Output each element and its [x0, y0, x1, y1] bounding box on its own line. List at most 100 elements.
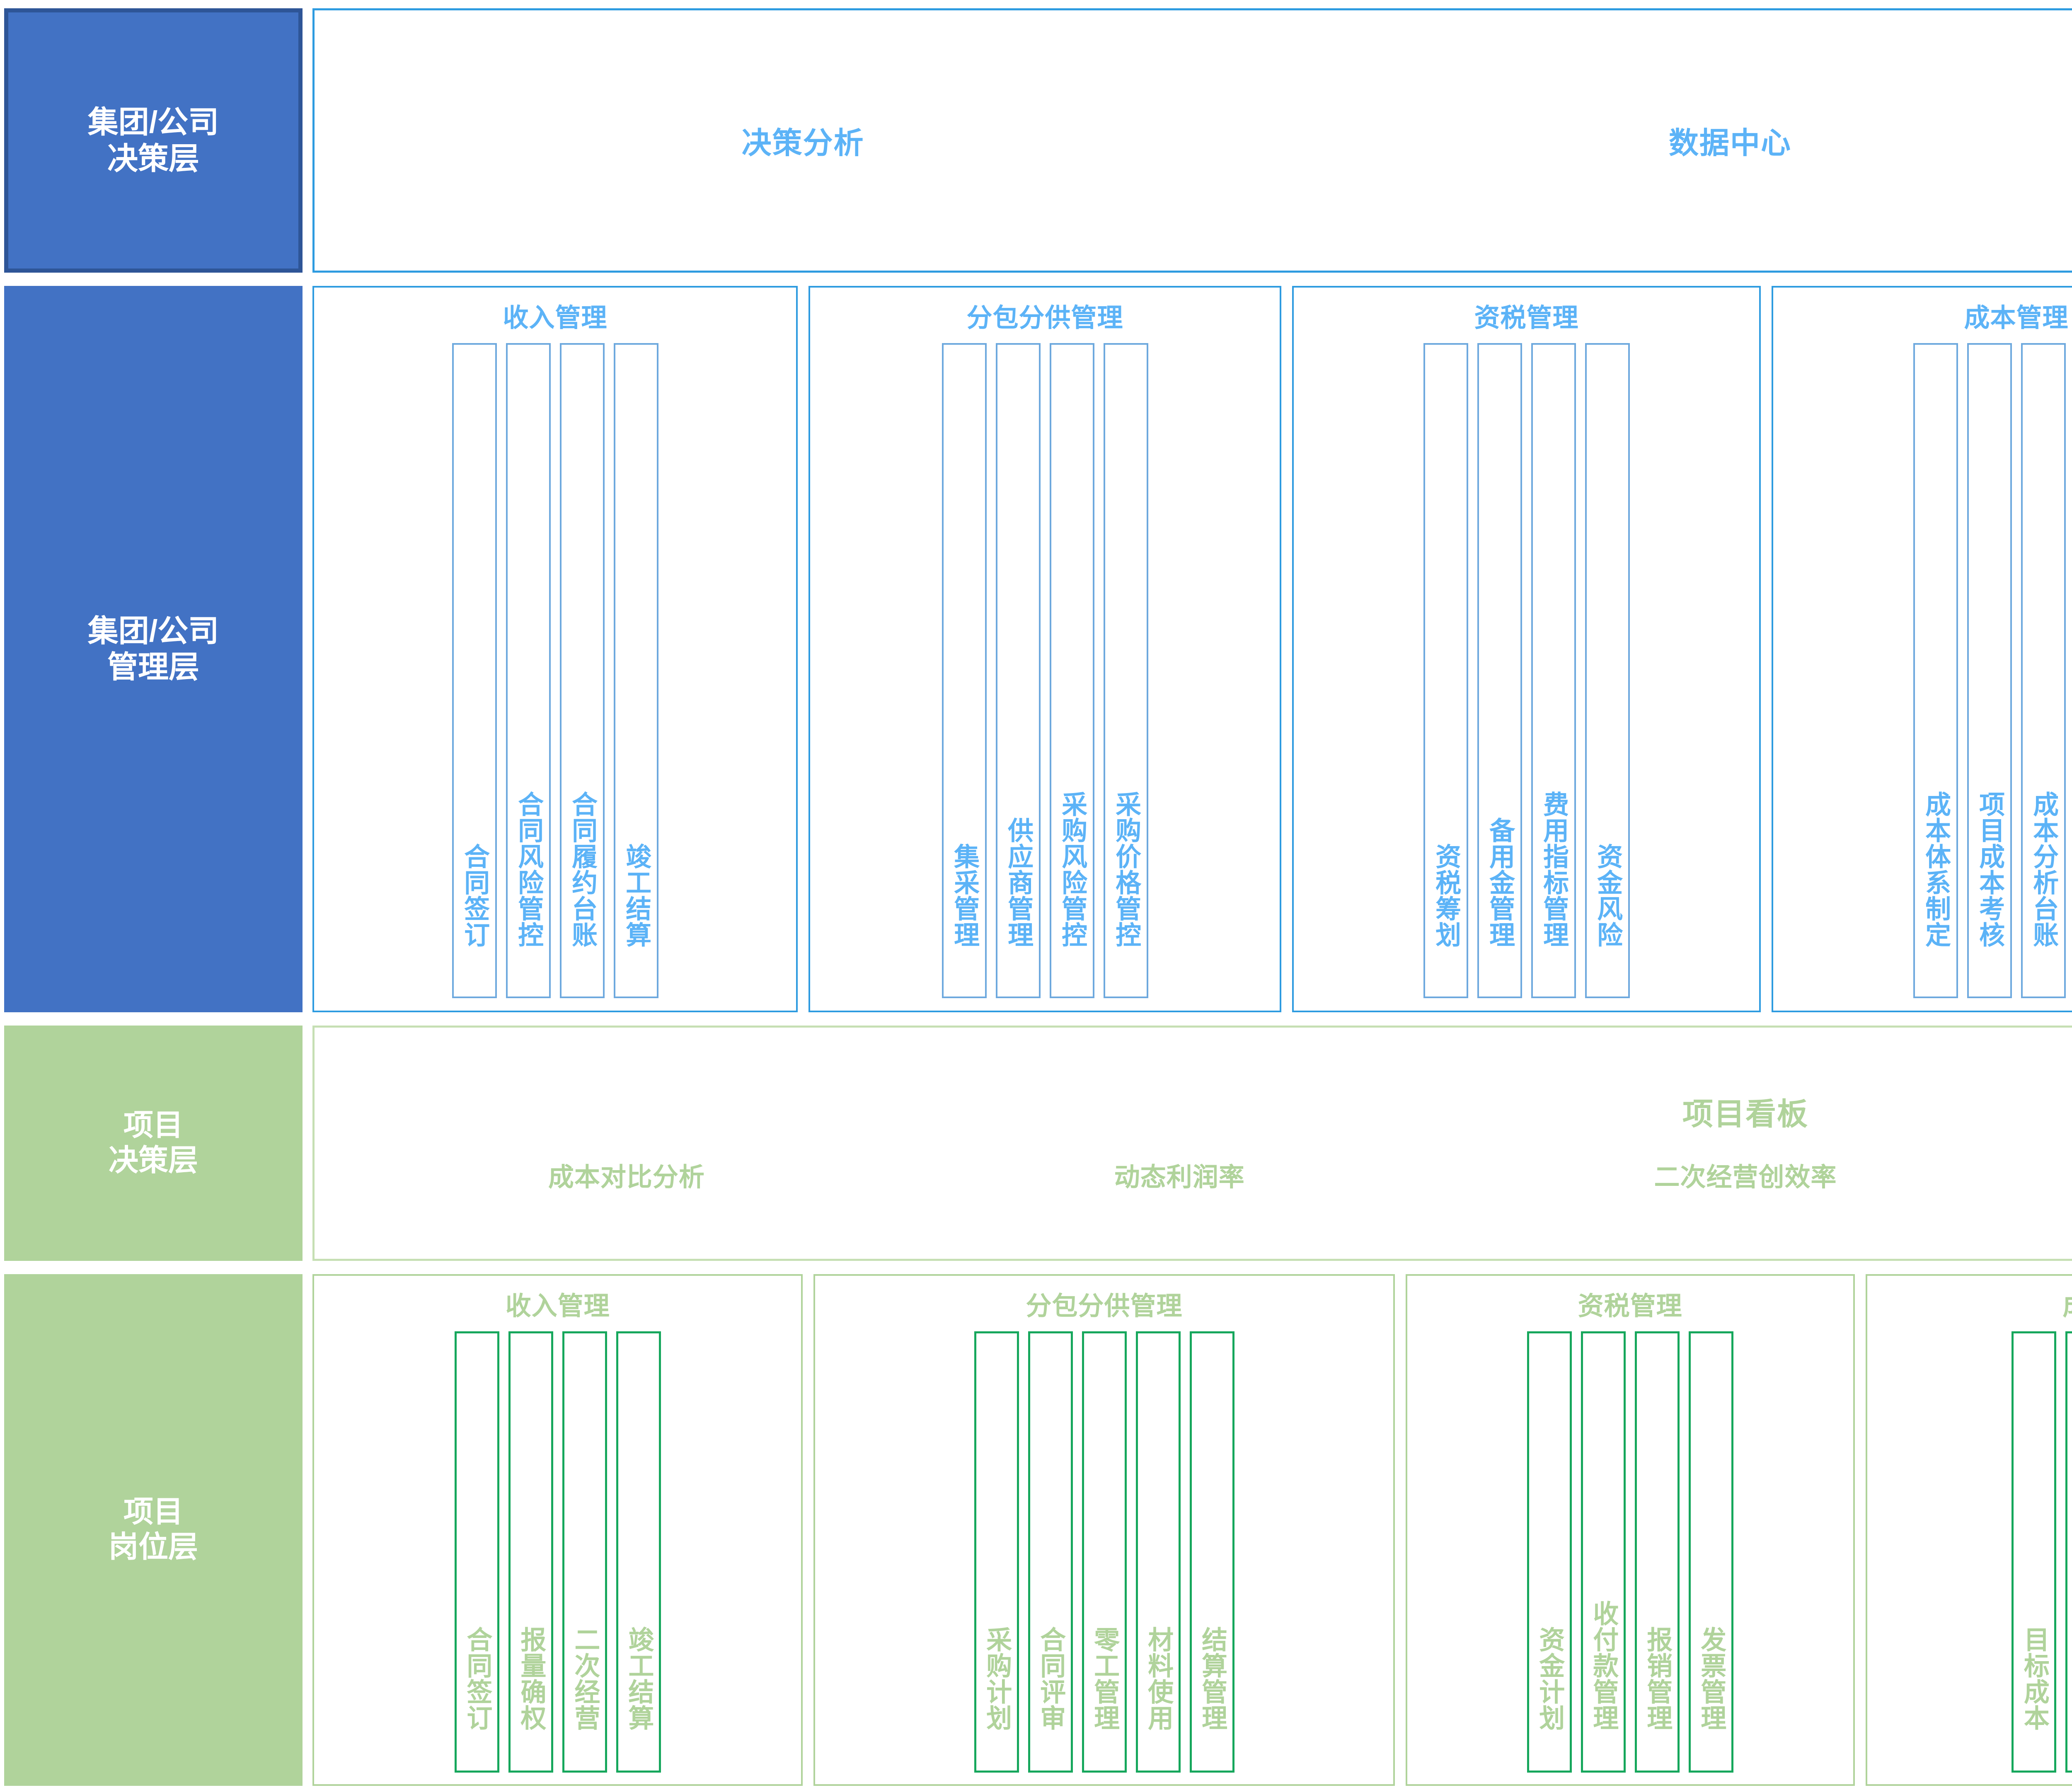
cell-label: 供应商管理	[1004, 817, 1033, 948]
cell-label: 成本体系制定	[1921, 791, 1950, 948]
group-title: 分包分供管理	[966, 303, 1123, 332]
cell-label: 采购计划	[982, 1626, 1011, 1731]
cell-invoice-management[interactable]: 发票管理	[1688, 1331, 1733, 1773]
layer-label-project-post: 项目 岗位层	[4, 1274, 303, 1786]
cell-tax-planning[interactable]: 资税筹划	[1423, 343, 1468, 998]
cell-project-cost-assessment[interactable]: 项目成本考核	[1967, 343, 2012, 998]
cell-settlement-management[interactable]: 结算管理	[1189, 1331, 1234, 1773]
cell-label: 资税筹划	[1431, 843, 1460, 948]
cell-label: 合同履约台账	[568, 791, 597, 948]
project-board-panel: 项目看板 成本对比分析 动态利润率 二次经营创效率 产值确权率 项目经营月报	[312, 1025, 2072, 1261]
board-item-cost-comparison-analysis[interactable]: 成本对比分析	[548, 1163, 705, 1192]
management-groups: 收入管理 合同签订 合同风险管控 合同履约台账 竣工结算 分包分供管理 集采管理…	[312, 285, 2072, 1012]
layer-label-line1: 集团/公司	[87, 105, 219, 140]
cell-material-usage[interactable]: 材料使用	[1135, 1331, 1181, 1773]
cell-contract-signing[interactable]: 合同签订	[452, 343, 497, 998]
layer-label-line2: 管理层	[107, 650, 199, 685]
group-cells: 合同签订 合同风险管控 合同履约台账 竣工结算	[324, 343, 786, 998]
project-board-title: 项目看板	[1682, 1097, 1808, 1132]
group-title: 成本管理	[1964, 303, 2069, 332]
cell-label: 报量确权	[516, 1626, 545, 1731]
cell-secondary-operation[interactable]: 二次经营	[562, 1331, 607, 1773]
cell-completion-settlement[interactable]: 竣工结算	[613, 343, 658, 998]
post-group-capital-tax-management: 资税管理 资金计划 收付款管理 报销管理 发票管理	[1405, 1274, 1855, 1786]
cell-cost-system-formulation[interactable]: 成本体系制定	[1913, 343, 1958, 998]
cell-cost-analysis-ledger[interactable]: 成本分析台账	[2021, 343, 2066, 998]
cell-label: 资金风险	[1593, 843, 1622, 948]
cell-purchase-risk-control[interactable]: 采购风险管控	[1049, 343, 1094, 998]
cell-completion-settlement[interactable]: 竣工结算	[616, 1331, 661, 1773]
cell-expense-indicator-management[interactable]: 费用指标管理	[1531, 343, 1576, 998]
cell-fund-plan[interactable]: 资金计划	[1527, 1331, 1572, 1773]
cell-target-cost[interactable]: 目标成本	[2011, 1331, 2057, 1773]
cell-label: 备用金管理	[1485, 817, 1514, 948]
group-title: 资税管理	[1474, 303, 1579, 332]
group-subcontract-supply-management: 分包分供管理 集采管理 供应商管理 采购风险管控 采购价格管控	[808, 285, 1281, 1012]
cell-reimbursement-management[interactable]: 报销管理	[1634, 1331, 1680, 1773]
cell-label: 竣工结算	[622, 843, 651, 948]
layer-label-line2: 岗位层	[108, 1531, 198, 1564]
cell-contract-risk-control[interactable]: 合同风险管控	[506, 343, 551, 998]
layer-label-line2: 决策层	[108, 1144, 198, 1177]
cell-label: 报销管理	[1643, 1626, 1672, 1731]
group-capital-tax-management: 资税管理 资税筹划 备用金管理 费用指标管理 资金风险	[1292, 285, 1761, 1012]
cell-contract-signing[interactable]: 合同签订	[454, 1331, 499, 1773]
cell-label: 合同风险管控	[514, 791, 543, 948]
cell-quantity-confirmation[interactable]: 报量确权	[508, 1331, 553, 1773]
cell-label: 项目成本考核	[1975, 791, 2004, 948]
decision-panel: 决策分析 数据中心 企业知识库	[312, 8, 2072, 273]
group-income-management: 收入管理 合同签订 合同风险管控 合同履约台账 竣工结算	[312, 285, 798, 1012]
group-title: 收入管理	[503, 303, 608, 332]
cell-label: 发票管理	[1697, 1626, 1726, 1731]
layer-label-line1: 集团/公司	[87, 613, 219, 648]
layer-label-line1: 项目	[123, 1495, 183, 1529]
layer-label-group-decision: 集团/公司 决策层	[4, 8, 303, 273]
decision-item-analysis[interactable]: 决策分析	[741, 127, 864, 160]
row-group-management: 集团/公司 管理层 收入管理 合同签订 合同风险管控 合同履约台账 竣工结算 分…	[4, 285, 2072, 1012]
post-group-cost-management: 成本管理 目标成本 计划成本 成本核算 成本还原	[1865, 1274, 2072, 1786]
cell-label: 合同评审	[1036, 1626, 1065, 1731]
group-cells: 合同签订 报量确权 二次经营 竣工结算	[324, 1331, 791, 1773]
row-group-decision: 集团/公司 决策层 决策分析 数据中心 企业知识库	[4, 8, 2072, 273]
cell-receipt-payment-management[interactable]: 收付款管理	[1581, 1331, 1626, 1773]
group-cells: 资金计划 收付款管理 报销管理 发票管理	[1417, 1331, 1843, 1773]
cell-label: 二次经营	[570, 1626, 599, 1731]
cell-purchase-plan[interactable]: 采购计划	[974, 1331, 1019, 1773]
cell-contract-performance-ledger[interactable]: 合同履约台账	[559, 343, 605, 998]
post-group-subcontract-supply-management: 分包分供管理 采购计划 合同评审 零工管理 材料使用 结算管理	[813, 1274, 1395, 1786]
cell-petty-cash-management[interactable]: 备用金管理	[1477, 343, 1522, 998]
cell-label: 结算管理	[1198, 1626, 1227, 1731]
decision-item-data-center[interactable]: 数据中心	[1668, 127, 1791, 160]
cell-centralized-purchasing[interactable]: 集采管理	[942, 343, 987, 998]
cell-label: 零工管理	[1090, 1626, 1119, 1731]
cell-label: 收付款管理	[1589, 1600, 1618, 1731]
group-cost-management: 成本管理 成本体系制定 项目成本考核 成本分析台账 成本指标管理	[1772, 285, 2072, 1012]
cell-label: 采购价格管控	[1111, 791, 1140, 948]
cell-contract-review[interactable]: 合同评审	[1028, 1331, 1073, 1773]
layer-label-group-management: 集团/公司 管理层	[4, 285, 303, 1012]
cell-capital-risk[interactable]: 资金风险	[1585, 343, 1630, 998]
cell-purchase-price-control[interactable]: 采购价格管控	[1103, 343, 1148, 998]
cell-odd-job-management[interactable]: 零工管理	[1082, 1331, 1127, 1773]
cell-label: 费用指标管理	[1539, 791, 1568, 948]
board-item-secondary-operation-efficiency[interactable]: 二次经营创效率	[1654, 1163, 1837, 1192]
cell-label: 成本分析台账	[2029, 791, 2058, 948]
cell-label: 竣工结算	[624, 1626, 653, 1731]
group-title: 分包分供管理	[1026, 1292, 1183, 1321]
cell-label: 目标成本	[2019, 1626, 2048, 1731]
cell-label: 合同签订	[460, 843, 489, 948]
group-title: 成本管理	[2062, 1285, 2072, 1322]
post-group-income-management: 收入管理 合同签订 报量确权 二次经营 竣工结算	[312, 1274, 803, 1786]
layer-label-line1: 项目	[123, 1108, 183, 1142]
group-cells: 成本体系制定 项目成本考核 成本分析台账 成本指标管理	[1783, 343, 2072, 998]
layer-label-line2: 决策层	[107, 141, 199, 176]
group-cells: 目标成本 计划成本 成本核算 成本还原	[1877, 1331, 2072, 1773]
post-groups: 收入管理 合同签订 报量确权 二次经营 竣工结算 分包分供管理 采购计划 合同评…	[312, 1274, 2072, 1786]
cell-label: 集采管理	[950, 843, 979, 948]
cell-label: 采购风险管控	[1058, 791, 1087, 948]
cell-planned-cost[interactable]: 计划成本	[2065, 1331, 2072, 1773]
board-item-dynamic-profit-rate[interactable]: 动态利润率	[1114, 1163, 1245, 1192]
cell-supplier-management[interactable]: 供应商管理	[995, 343, 1041, 998]
group-title: 资税管理	[1578, 1292, 1682, 1321]
